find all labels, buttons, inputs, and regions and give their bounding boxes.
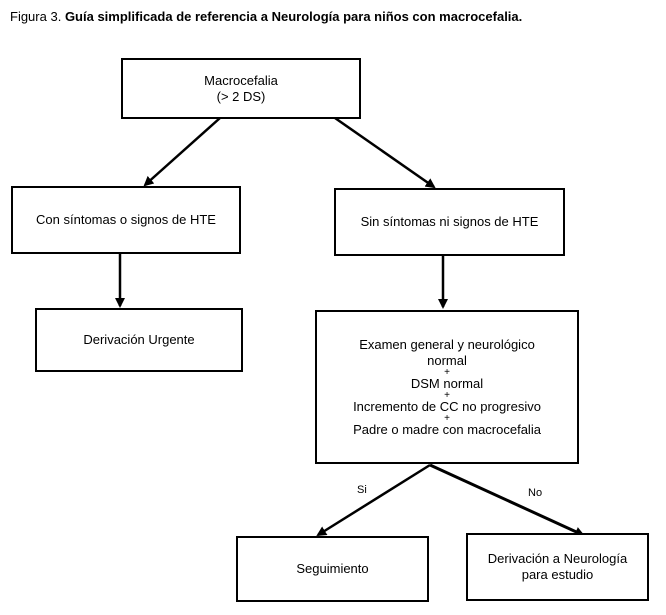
node-neuro-referral-line1: Derivación a Neurología <box>487 551 628 566</box>
edge-criteria-to-neuro <box>429 463 585 537</box>
node-neuro-referral: Derivación a Neurología para estudio <box>466 533 649 601</box>
edge-label-yes: Si <box>357 484 367 496</box>
figure-number: Figura 3. <box>10 9 62 24</box>
edge-label-no: No <box>528 487 543 499</box>
node-macrocefalia-label: Macrocefalia <box>204 72 278 88</box>
criteria-exam: Examen general y neurológico <box>359 336 535 352</box>
node-follow-up: Seguimiento <box>236 536 429 602</box>
node-with-symptoms: Con síntomas o signos de HTE <box>11 186 241 254</box>
node-without-symptoms: Sin síntomas ni signos de HTE <box>334 188 565 256</box>
criteria-plus-3: + <box>444 412 450 424</box>
node-urgent-referral-label: Derivación Urgente <box>83 332 195 347</box>
node-macrocefalia: Macrocefalia (> 2 DS) <box>121 58 361 119</box>
figure-caption: Figura 3. Guía simplificada de referenci… <box>10 9 522 24</box>
edge-root-to-with-symptoms <box>143 117 221 187</box>
criteria-plus-2: + <box>444 389 450 401</box>
node-neuro-referral-line2: para estudio <box>521 567 594 582</box>
node-urgent-referral: Derivación Urgente <box>35 308 243 372</box>
figure-title: Guía simplificada de referencia a Neurol… <box>64 9 523 24</box>
node-criteria: Examen general y neurológico normal + DS… <box>315 310 579 464</box>
criteria-plus-1: + <box>444 366 450 378</box>
node-with-symptoms-label: Con síntomas o signos de HTE <box>36 212 216 227</box>
criteria-exam-normal: normal <box>427 352 467 368</box>
node-macrocefalia-criterion: (> 2 DS) <box>216 88 266 104</box>
edge-criteria-to-follow-up <box>316 463 431 537</box>
node-follow-up-label: Seguimiento <box>296 561 369 576</box>
edge-root-to-without-symptoms <box>334 116 436 189</box>
node-without-symptoms-label: Sin síntomas ni signos de HTE <box>360 214 539 229</box>
criteria-cc: Incremento de CC no progresivo <box>353 398 541 414</box>
criteria-parent: Padre o madre con macrocefalia <box>353 421 541 437</box>
criteria-dsm: DSM normal <box>410 375 484 391</box>
